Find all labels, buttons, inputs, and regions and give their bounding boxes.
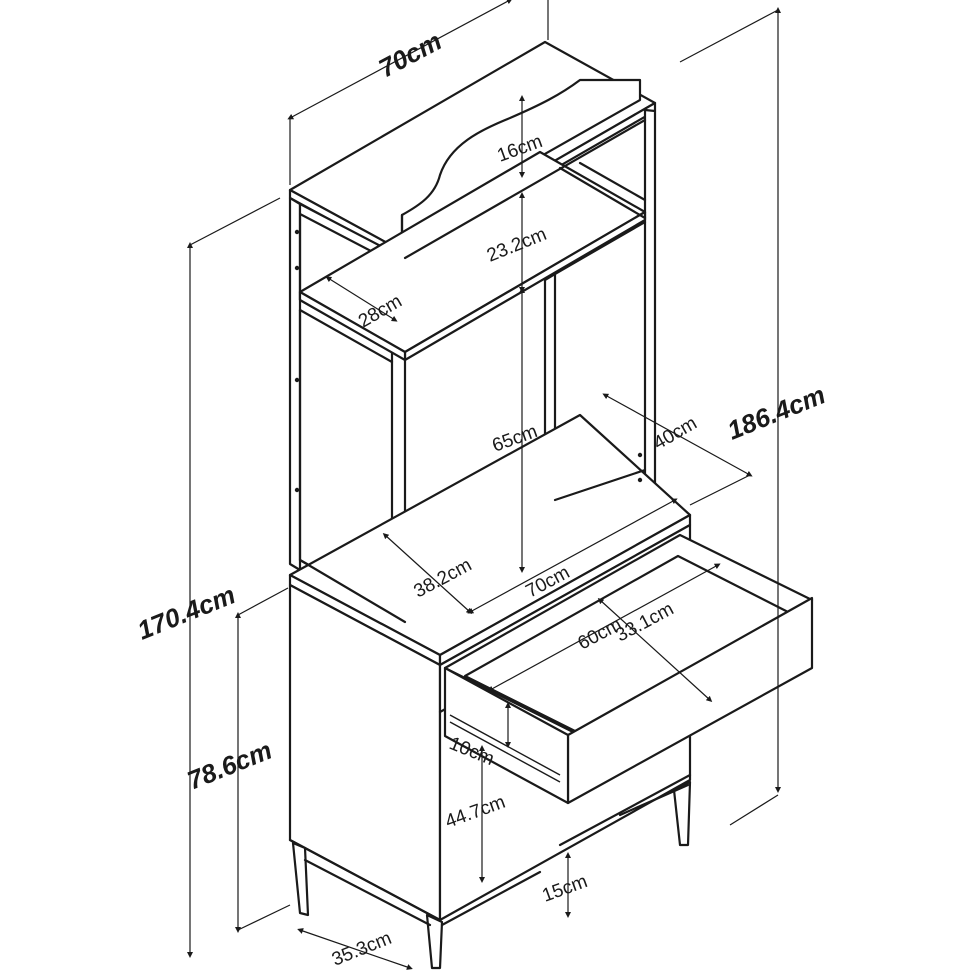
dimension-lines — [187, 0, 781, 970]
leg-front-left — [291, 841, 310, 917]
label-depth: 40cm — [650, 413, 701, 454]
label-cabinet-height: 78.6cm — [183, 735, 276, 796]
label-cabinet-depth: 35.3cm — [329, 928, 395, 971]
label-overall-width: 70cm — [374, 26, 447, 84]
leg-right — [672, 780, 692, 847]
furniture-outline — [288, 40, 814, 970]
hutch-left-front-post — [288, 196, 302, 572]
label-overall-height: 186.4cm — [723, 379, 829, 445]
label-body-height: 170.4cm — [133, 579, 239, 645]
leg-front-corner — [425, 913, 444, 970]
label-leg-height: 15cm — [540, 871, 591, 907]
